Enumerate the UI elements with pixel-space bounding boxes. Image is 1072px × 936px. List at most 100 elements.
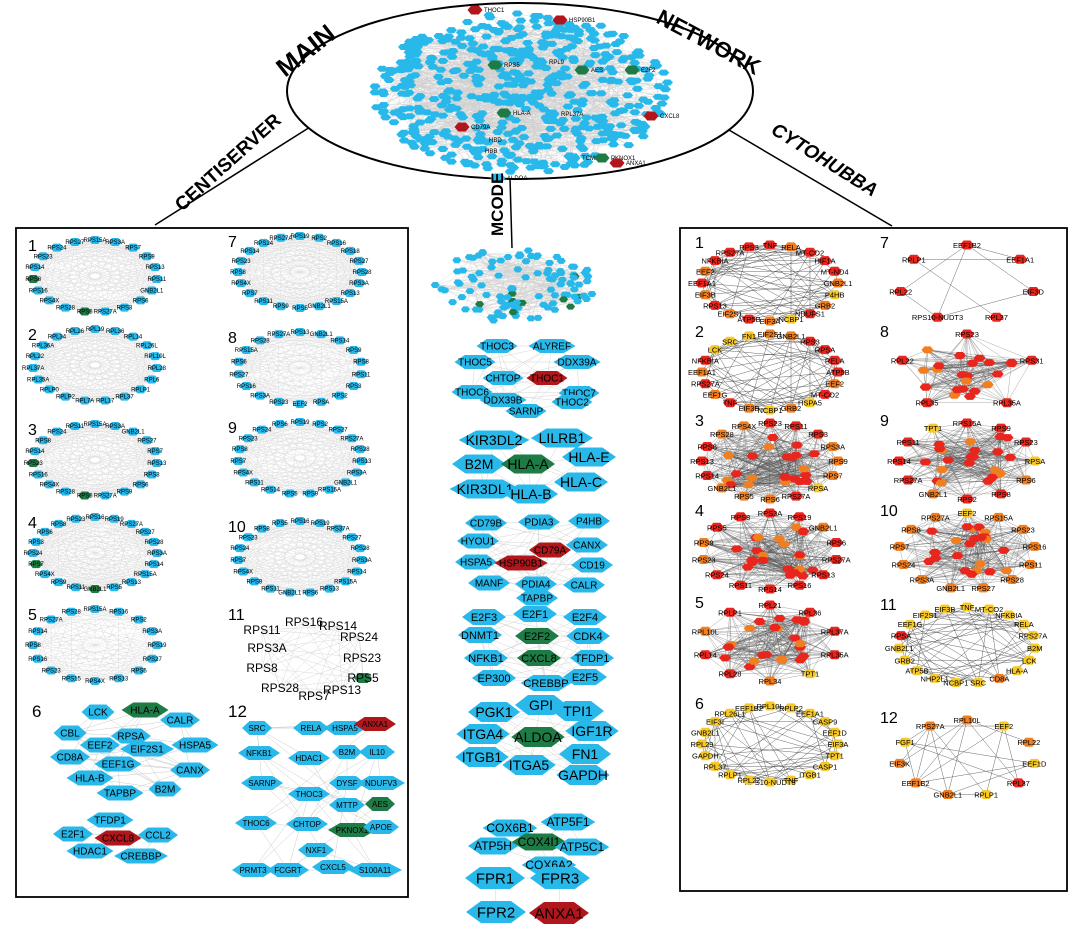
node-label: B2M (155, 785, 176, 796)
node-label: RPS2 (131, 618, 147, 624)
node-label: RPS24 (47, 430, 67, 436)
node-label: RPS13 (341, 291, 361, 297)
node-label: RPS28 (56, 490, 76, 496)
edge (374, 86, 498, 133)
network-node (465, 288, 475, 295)
node-label: RPS6 (302, 591, 318, 597)
network-node (437, 57, 449, 64)
cytohubba-label: CYTOHUBBA (767, 119, 881, 201)
node-label: EEF2 (87, 741, 112, 752)
node-label: HBD (489, 138, 502, 144)
node-label: RPS5 (131, 668, 147, 674)
network-node (440, 128, 452, 135)
node-label: RPS5 (77, 494, 93, 500)
node-label: RPS11 (67, 585, 86, 591)
node-label: RPL6 (144, 377, 160, 383)
node-label: LCK (88, 708, 108, 719)
node-label: EEF2 (292, 402, 308, 408)
node-label: RPS15A (83, 607, 106, 613)
node-label: RPL26 (66, 329, 85, 335)
network-node (581, 114, 593, 121)
node-label: RPS28 (351, 546, 371, 552)
edge (289, 522, 321, 593)
network-node: LILRB1 (530, 428, 594, 448)
node-label: CHTOP (486, 374, 521, 385)
node-label: RPS16 (237, 384, 257, 390)
node-label: CALR (167, 716, 194, 727)
node-label: RPS28 (144, 540, 164, 546)
node-hexagon (450, 67, 462, 74)
node-label: HBB (485, 149, 497, 155)
network-node: THOC3 (476, 339, 518, 353)
node-label: AES (591, 68, 603, 74)
edge (410, 85, 585, 165)
node-label: RPS2 (311, 236, 327, 242)
node-hexagon (432, 73, 444, 80)
node-label: RPS13 (323, 683, 361, 697)
network-node (568, 57, 580, 64)
network-node: CALR (160, 712, 200, 728)
node-label: RPS27 (349, 259, 369, 265)
node-label: RPS28 (56, 306, 76, 312)
node-label: RPS2 (312, 422, 328, 428)
module-number: 11 (228, 607, 245, 624)
network-node: THOC5 (454, 355, 496, 369)
node-label: E2F2 (641, 68, 656, 74)
network-node (556, 74, 568, 81)
node-label: DDX39A (558, 358, 597, 369)
connector-cytohubba (711, 119, 893, 227)
node-label: RPS8 (353, 360, 369, 366)
node-hexagon (469, 26, 481, 33)
node-label: THOC1 (530, 374, 564, 385)
node-label: RPS23 (24, 461, 44, 467)
node-label: RPL17 (96, 399, 115, 405)
node-hexagon (538, 106, 550, 113)
node-label: RPS14 (240, 249, 260, 255)
node-hexagon (437, 57, 449, 64)
node-label: RPS27A (269, 236, 292, 242)
edge (498, 309, 555, 316)
network-node: CD8A (50, 749, 90, 765)
network-node (452, 257, 462, 264)
node-label: HLA-C (560, 474, 602, 490)
node-hexagon (450, 89, 462, 96)
node-hexagon (481, 33, 493, 40)
network-node (572, 38, 584, 45)
node-label: RPS9 (302, 492, 318, 498)
node-label: AES (372, 800, 388, 809)
node-label: RPS23 (34, 254, 54, 260)
node-label: CD8A (57, 753, 84, 764)
node-label: HSP90B1 (569, 18, 596, 24)
network-node (481, 33, 493, 40)
node-label: RPS7 (147, 449, 163, 455)
node-hexagon (515, 17, 527, 24)
node-label: RPS9 (51, 580, 67, 586)
network-node (518, 134, 530, 141)
node-label: GNB2L1 (140, 288, 164, 294)
network-node (461, 143, 473, 150)
node-label: RPS24 (252, 428, 272, 434)
network-node: HLA-B (504, 484, 558, 504)
edge (409, 72, 514, 109)
network-node (437, 146, 449, 153)
edge (515, 131, 535, 162)
node-label: EIF2S1 (130, 745, 164, 756)
node-label: RPS24 (47, 246, 67, 252)
network-node: CCL2 (138, 827, 178, 843)
node-label: RPS24 (23, 551, 43, 557)
edge (483, 17, 491, 47)
edge (498, 48, 661, 115)
network-node (517, 82, 529, 89)
node-label: RPS5 (272, 521, 288, 527)
node-label: RPS13 (122, 580, 142, 586)
network-node (450, 67, 462, 74)
network-node (466, 93, 478, 100)
node-hexagon (460, 306, 470, 313)
module-number: 9 (228, 420, 237, 437)
node-label: RPS8 (35, 438, 51, 444)
node-label: RPS8 (230, 270, 246, 276)
node-label: CXCL8 (102, 834, 135, 845)
node-label: PRMT3 (239, 866, 267, 875)
